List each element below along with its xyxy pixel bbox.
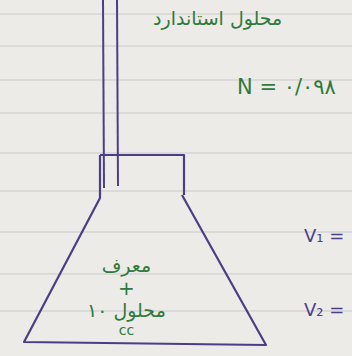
flask-text: cc: [119, 322, 134, 338]
conical-flask: معرف+۱۰ محلولcc: [14, 150, 276, 352]
note-label: N = ۰/۰۹۸: [237, 76, 336, 99]
note-label: V₂ =: [304, 300, 344, 320]
flask-contents: معرف+۱۰ محلولcc: [87, 255, 166, 338]
flask-text: +: [118, 277, 135, 300]
flask-text: ۱۰ محلول: [87, 300, 166, 322]
flask-text: معرف: [102, 255, 152, 277]
note-label: محلول استاندارد: [153, 8, 282, 29]
note-label: V₁ =: [304, 226, 344, 246]
flask-outline: [14, 150, 276, 352]
